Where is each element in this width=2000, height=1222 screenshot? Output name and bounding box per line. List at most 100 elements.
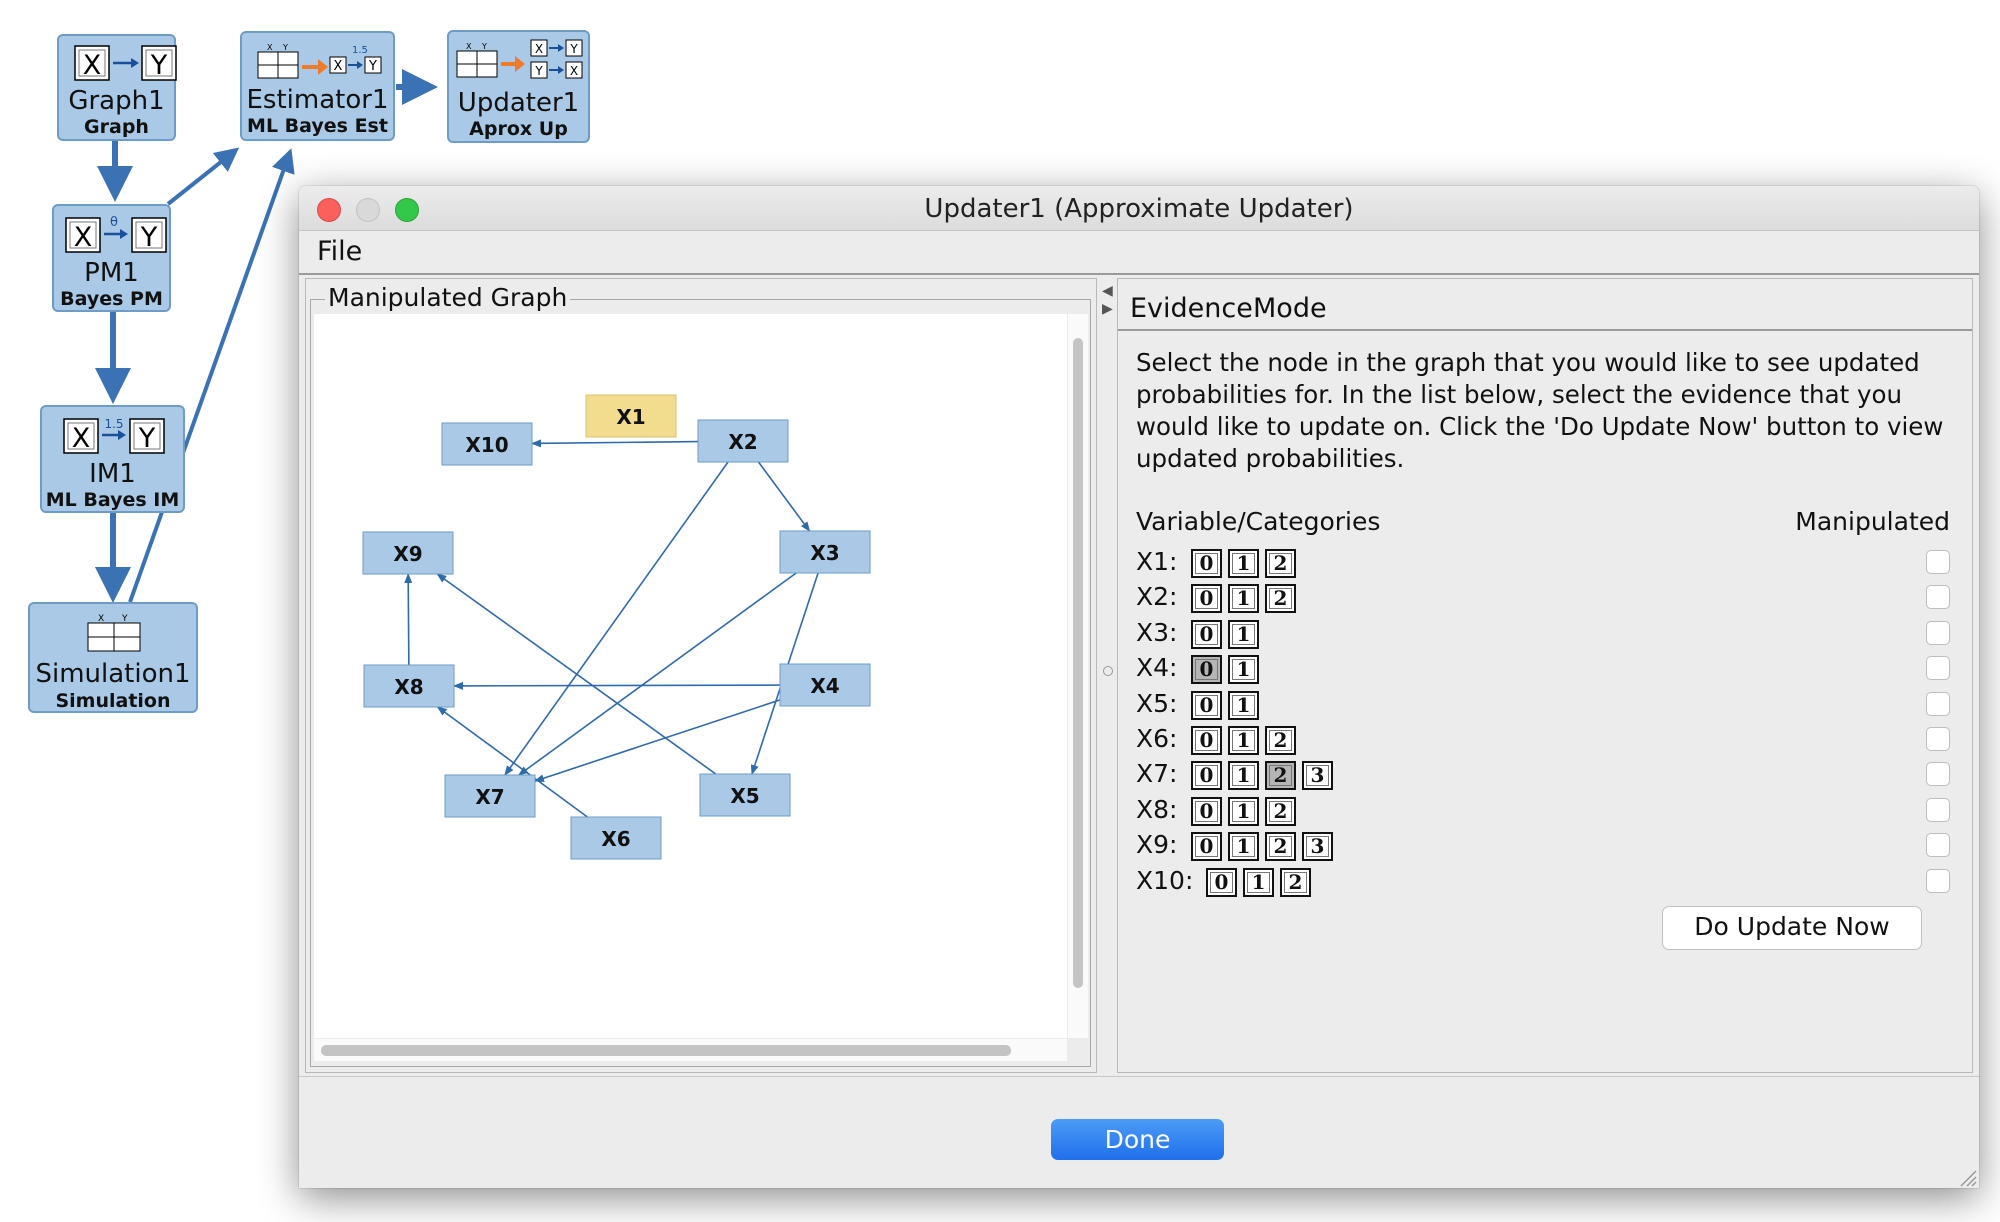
category-button-2[interactable]: 2	[1265, 761, 1296, 791]
category-button-3[interactable]: 3	[1302, 761, 1333, 791]
category-button-1[interactable]: 1	[1228, 832, 1259, 862]
category-button-1[interactable]: 1	[1243, 867, 1274, 897]
menu-file[interactable]: File	[317, 236, 363, 267]
category-button-0[interactable]: 0	[1191, 690, 1222, 720]
svg-text:X: X	[267, 43, 273, 52]
category-button-0[interactable]: 0	[1191, 796, 1222, 826]
svg-text:Y: Y	[534, 64, 543, 78]
category-button-0[interactable]: 0	[1191, 584, 1222, 614]
graph-edge-x5-x9[interactable]	[436, 573, 717, 775]
graph-edge-x2-x7[interactable]	[504, 461, 729, 776]
category-button-0[interactable]: 0	[1191, 726, 1222, 755]
graph-node-box[interactable]	[362, 531, 454, 575]
category-button-2[interactable]: 2	[1280, 867, 1311, 897]
graph-node-x9[interactable]: X9	[362, 531, 454, 575]
graph-node-x10[interactable]: X10	[441, 422, 533, 466]
graph-node-box[interactable]	[779, 530, 871, 574]
manipulated-checkbox-x10[interactable]	[1926, 868, 1950, 893]
manipulated-checkbox-x7[interactable]	[1926, 762, 1950, 787]
graph-vertical-scroll-thumb[interactable]	[1073, 338, 1083, 988]
graph-node-x3[interactable]: X3	[779, 530, 871, 574]
graph-node-box[interactable]	[363, 664, 455, 708]
graph-node-box[interactable]	[697, 419, 789, 463]
category-button-0[interactable]: 0	[1191, 761, 1222, 791]
graph-edge-x8-x9[interactable]	[404, 573, 413, 666]
category-button-0[interactable]: 0	[1191, 832, 1222, 862]
graph-node-box[interactable]	[441, 422, 533, 466]
category-button-2[interactable]: 2	[1265, 726, 1296, 755]
graph-node-box[interactable]	[585, 394, 677, 438]
workflow-node-pm1[interactable]: X θ Y PM1 Bayes PM	[52, 204, 171, 312]
close-window-button[interactable]	[317, 198, 341, 222]
graph-node-x8[interactable]: X8	[363, 664, 455, 708]
manipulated-checkbox-x6[interactable]	[1926, 727, 1950, 751]
workflow-node-im1[interactable]: X 1.5 Y IM1 ML Bayes IM	[40, 405, 185, 513]
tab-mode[interactable]: Mode	[1253, 293, 1327, 324]
minimize-window-button[interactable]	[356, 198, 380, 222]
graph-node-x5[interactable]: X5	[699, 773, 791, 817]
collapse-right-arrow-icon[interactable]: ▶	[1102, 301, 1113, 317]
workflow-node-graph1[interactable]: X Y Graph1 Graph	[57, 34, 177, 141]
node-name: Estimator1	[246, 85, 389, 115]
done-button[interactable]: Done	[1051, 1119, 1224, 1160]
updater-dialog: Updater1 (Approximate Updater) File Mani…	[299, 186, 1979, 1188]
tab-evidence[interactable]: Evidence	[1130, 293, 1253, 324]
manipulated-checkbox-x5[interactable]	[1926, 691, 1950, 716]
category-button-0[interactable]: 0	[1191, 655, 1222, 685]
collapse-left-arrow-icon[interactable]: ◀	[1102, 283, 1113, 299]
graph-node-box[interactable]	[570, 816, 662, 860]
category-button-1[interactable]: 1	[1228, 726, 1259, 755]
category-button-0[interactable]: 0	[1191, 619, 1222, 649]
graph-edge-x6-x8[interactable]	[436, 706, 588, 818]
category-button-1[interactable]: 1	[1228, 690, 1259, 720]
node-name: Simulation1	[35, 659, 191, 689]
category-button-2[interactable]: 2	[1265, 549, 1296, 578]
graph-edge-x4-x7[interactable]	[534, 699, 781, 783]
manipulated-checkbox-x3[interactable]	[1926, 620, 1950, 645]
do-update-now-button[interactable]: Do Update Now	[1662, 906, 1922, 950]
manipulated-checkbox-x9[interactable]	[1926, 833, 1950, 858]
category-button-1[interactable]: 1	[1228, 619, 1259, 649]
split-pane-divider[interactable]: ◀ ▶	[1099, 278, 1115, 1073]
manipulated-checkbox-x4[interactable]	[1926, 656, 1950, 681]
category-button-0[interactable]: 0	[1191, 549, 1222, 578]
graph-node-box[interactable]	[779, 663, 871, 707]
graph-horizontal-scroll-thumb[interactable]	[321, 1045, 1011, 1056]
graph-edge-x3-x7[interactable]	[518, 572, 797, 776]
category-button-2[interactable]: 2	[1265, 584, 1296, 614]
zoom-window-button[interactable]	[395, 198, 419, 222]
resize-grip-icon[interactable]	[1957, 1167, 1977, 1187]
category-button-1[interactable]: 1	[1228, 796, 1259, 826]
graph-edge-x2-x10[interactable]	[531, 439, 699, 448]
manipulated-checkbox-x8[interactable]	[1926, 797, 1950, 822]
graph-node-box[interactable]	[699, 773, 791, 817]
graph-edge-x2-x3[interactable]	[757, 461, 811, 532]
svg-text:Y: Y	[150, 50, 168, 81]
graph-node-box[interactable]	[444, 774, 536, 818]
category-button-1[interactable]: 1	[1228, 584, 1259, 614]
manipulated-checkbox-x2[interactable]	[1926, 585, 1950, 610]
graph-node-x2[interactable]: X2	[697, 419, 789, 463]
category-button-3[interactable]: 3	[1302, 832, 1333, 862]
category-button-2[interactable]: 2	[1265, 832, 1296, 862]
category-button-1[interactable]: 1	[1228, 655, 1259, 685]
dialog-titlebar[interactable]: Updater1 (Approximate Updater)	[299, 186, 1979, 231]
category-button-0[interactable]: 0	[1206, 867, 1237, 897]
graph-node-x4[interactable]: X4	[779, 663, 871, 707]
category-button-2[interactable]: 2	[1265, 796, 1296, 826]
graph-node-x7[interactable]: X7	[444, 774, 536, 818]
category-button-1[interactable]: 1	[1228, 549, 1259, 578]
graph-edge-x4-x8[interactable]	[453, 681, 781, 690]
manipulated-checkbox-x1[interactable]	[1926, 550, 1950, 574]
graph-node-x6[interactable]: X6	[570, 816, 662, 860]
category-button-1[interactable]: 1	[1228, 761, 1259, 791]
graph-node-x1[interactable]: X1	[585, 394, 677, 438]
